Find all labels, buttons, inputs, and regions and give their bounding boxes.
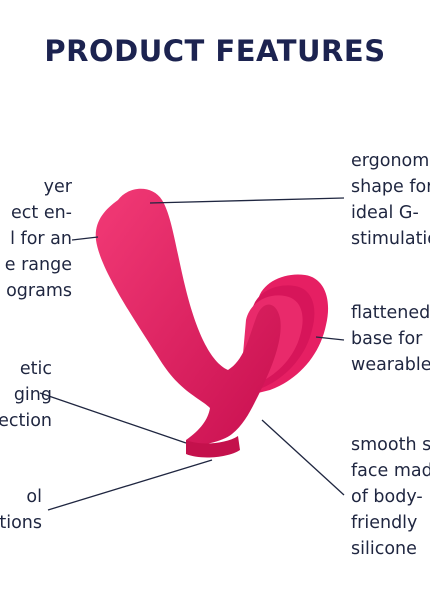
feature-magnetic: etic ging ection — [0, 359, 52, 431]
feature-smooth: smooth s face mad of body- friendly sili… — [351, 435, 430, 559]
page-title: PRODUCT FEATURES — [44, 34, 386, 68]
connector-lines — [39, 197, 345, 511]
product-body — [95, 188, 281, 446]
feature-control: ol tions — [0, 487, 42, 533]
feature-ergonomic: ergonomic shape for ideal G- stimulation — [351, 151, 430, 249]
feature-layer: yer ect en- l for an e range ograms — [4, 177, 72, 301]
product-foot — [186, 436, 240, 458]
feature-flattened: flattened base for wearable — [351, 303, 430, 375]
